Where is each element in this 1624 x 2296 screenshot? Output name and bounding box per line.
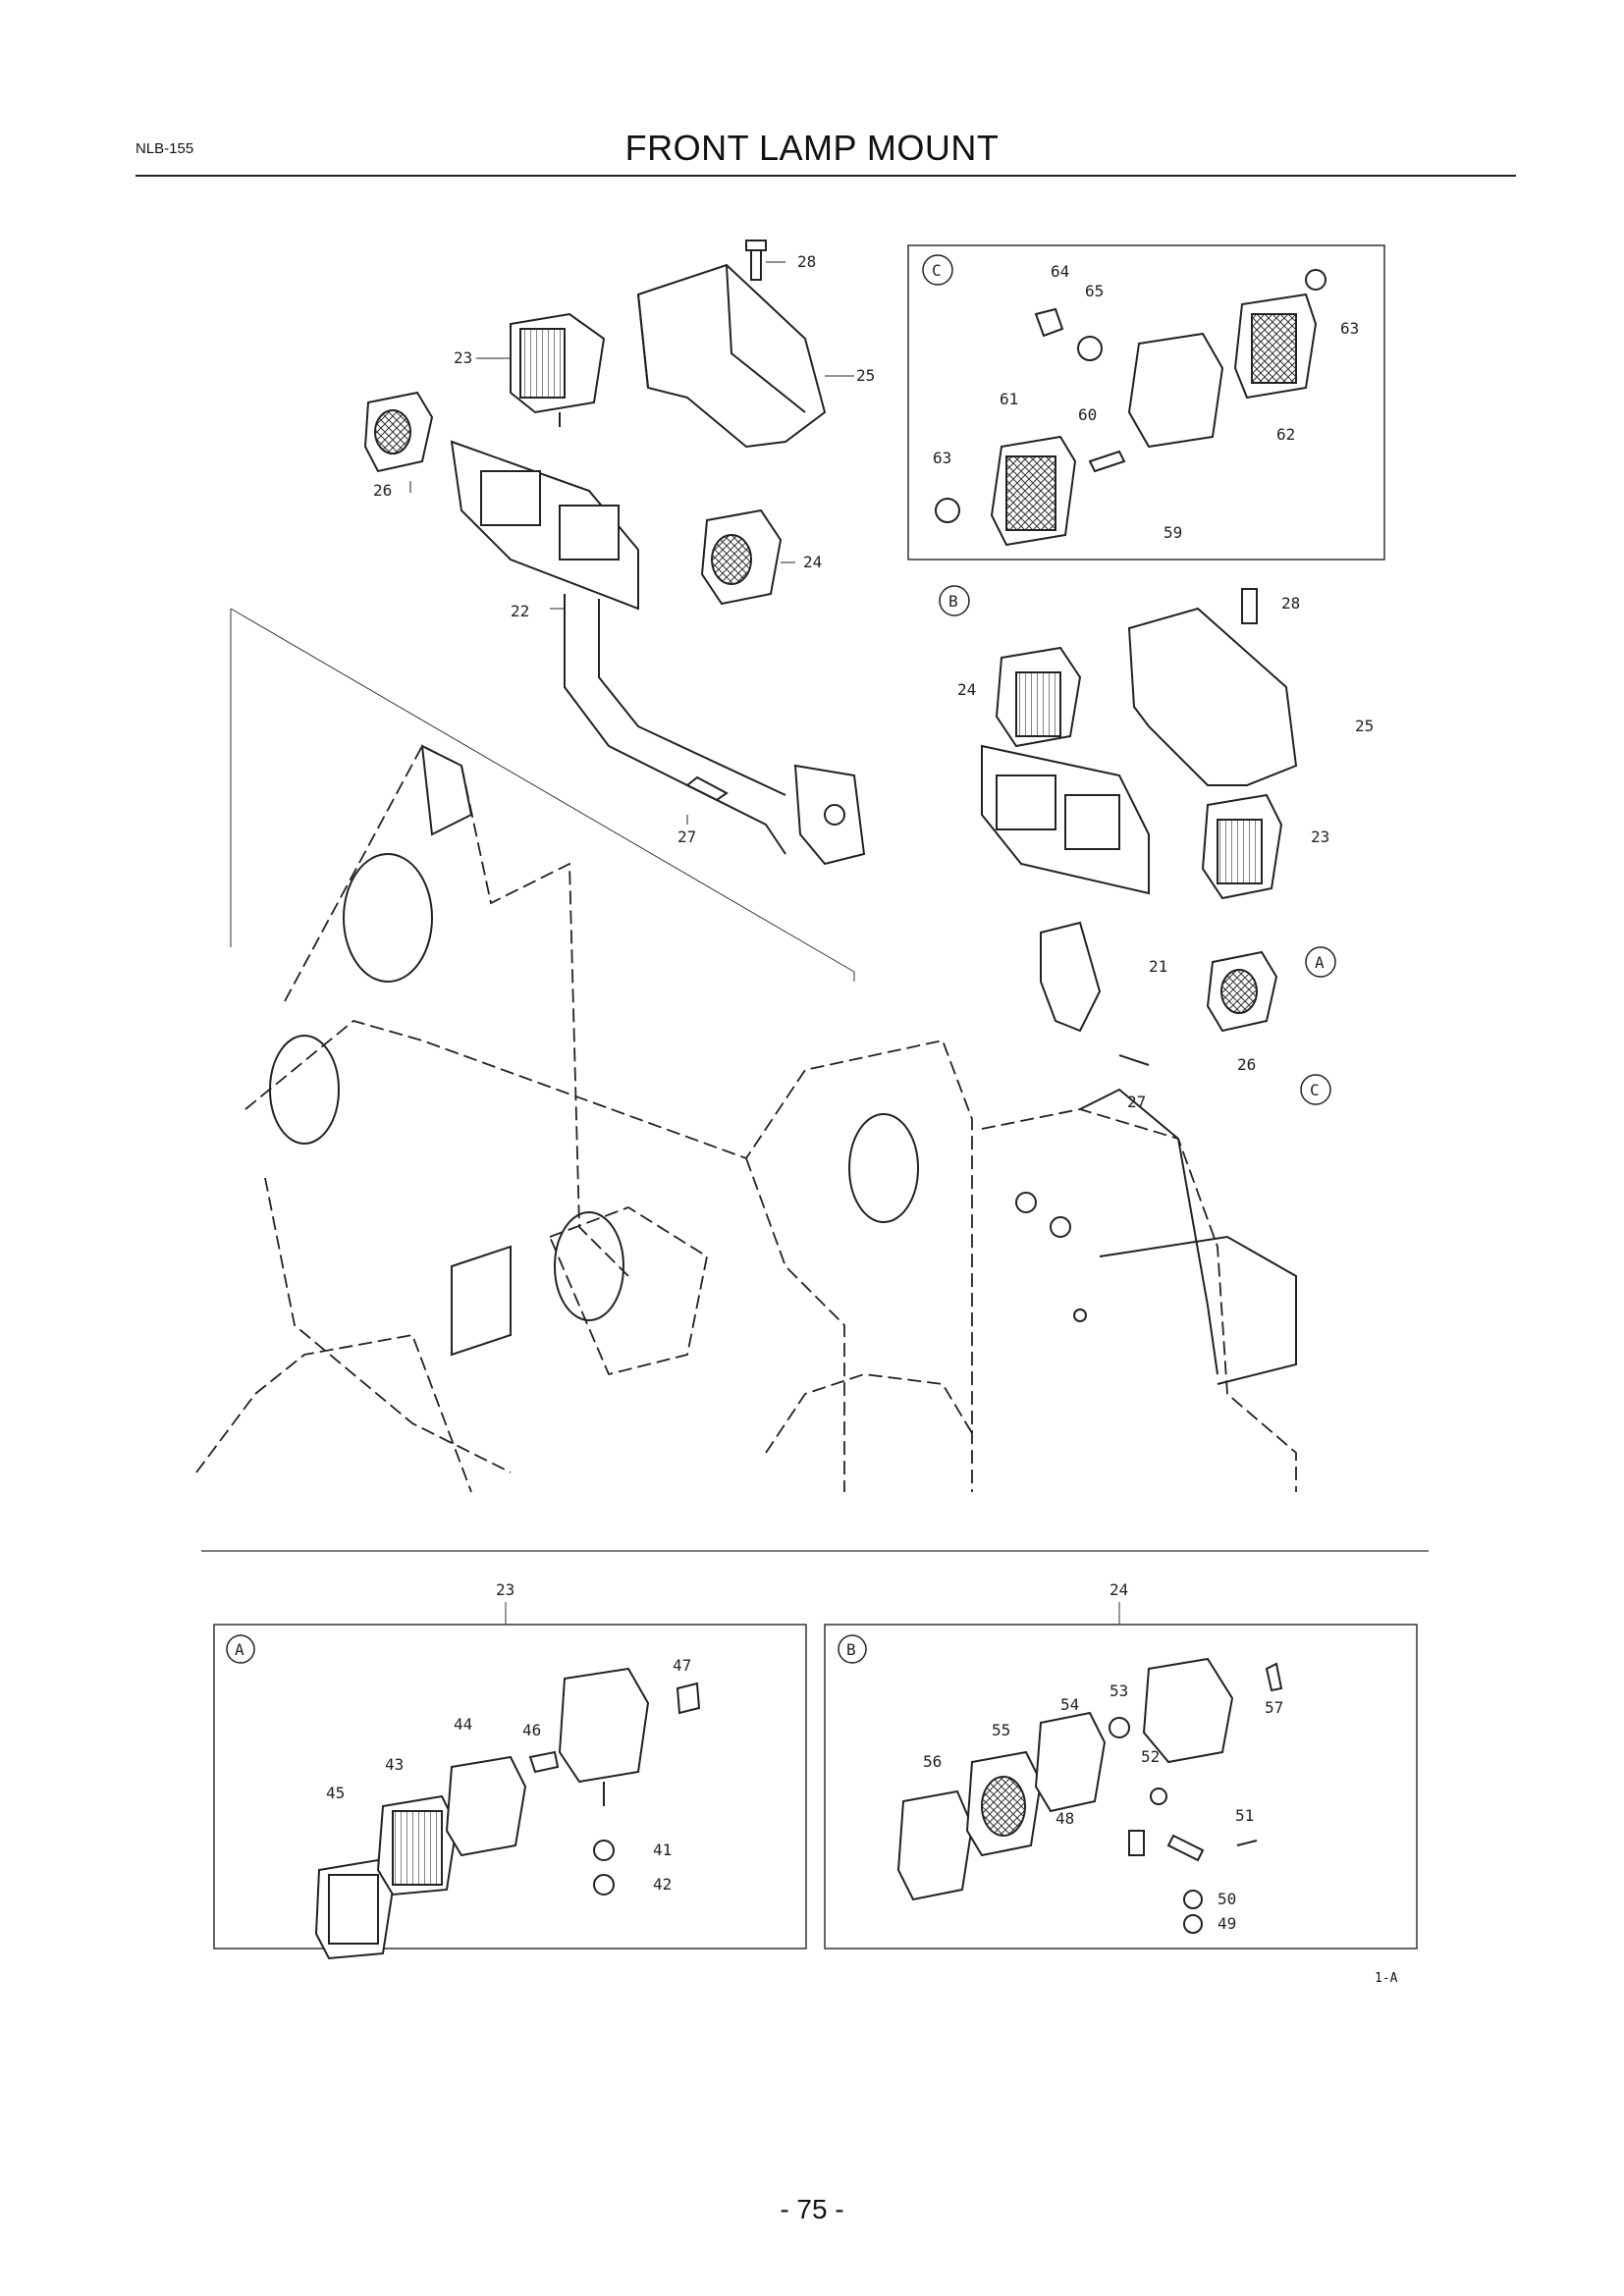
callout-main-26: 26	[373, 481, 392, 500]
panel-a-parent-label: 23	[496, 1580, 514, 1599]
loader-frame-solid	[269, 744, 1297, 1385]
detail-a-marker	[1305, 946, 1336, 978]
document-code: NLB-155	[135, 140, 194, 157]
detail-c-marker-2-text: C	[1310, 1081, 1320, 1099]
detail-b-box-marker-text: B	[846, 1640, 856, 1659]
callout-c-65: 65	[1085, 282, 1104, 300]
detail-a-box-marker-text: A	[235, 1640, 244, 1659]
loader-frame	[195, 744, 1297, 1493]
work-lamp	[510, 312, 606, 427]
detail-b-marker-text: B	[948, 592, 958, 611]
page-title: FRONT LAMP MOUNT	[624, 128, 1000, 168]
callout-c-64: 64	[1051, 262, 1069, 281]
callout-a-47: 47	[673, 1656, 691, 1675]
callout-b-57: 57	[1265, 1698, 1283, 1717]
callout-rhs-21: 21	[1149, 957, 1167, 976]
callout-main-24: 24	[803, 553, 822, 571]
detail-c-marker-2	[1300, 1074, 1331, 1105]
bolt	[745, 240, 767, 281]
callout-main-28: 28	[797, 252, 816, 271]
panel-b-parent-label: 24	[1110, 1580, 1128, 1599]
callout-a-43: 43	[385, 1755, 404, 1774]
callout-rhs-25: 25	[1355, 717, 1374, 735]
turn-signal-lamp	[700, 508, 783, 606]
detail-b-parts	[896, 1657, 1283, 1934]
detail-a-parts	[314, 1667, 701, 1960]
figure-reference: 1-A	[1375, 1971, 1398, 1986]
callout-b-53: 53	[1110, 1682, 1128, 1700]
detail-c-marker-text: C	[932, 261, 942, 280]
callout-b-52: 52	[1141, 1747, 1160, 1766]
callout-main-25: 25	[856, 366, 875, 385]
callout-b-54: 54	[1060, 1695, 1079, 1714]
detail-c-parts	[935, 269, 1326, 547]
callout-c-63-b: 63	[933, 449, 951, 467]
callout-main-22: 22	[511, 602, 529, 620]
callout-main-27: 27	[677, 828, 696, 846]
callout-a-45: 45	[326, 1784, 345, 1802]
detail-a-box-marker	[226, 1634, 255, 1664]
lamp-cover	[636, 263, 827, 449]
callout-rhs-24: 24	[957, 680, 976, 699]
detail-c-marker	[922, 254, 953, 286]
callout-rhs-27: 27	[1127, 1093, 1146, 1111]
side-lamp	[363, 391, 434, 473]
callout-rhs-28: 28	[1281, 594, 1300, 613]
callout-a-44: 44	[454, 1715, 472, 1734]
callout-b-51: 51	[1235, 1806, 1254, 1825]
callout-a-41: 41	[653, 1841, 672, 1859]
callout-b-50: 50	[1218, 1890, 1236, 1908]
page-number: - 75 -	[780, 2194, 844, 2224]
callout-b-49: 49	[1218, 1914, 1236, 1933]
callout-c-60: 60	[1078, 405, 1097, 424]
callout-c-63-a: 63	[1340, 319, 1359, 338]
detail-b-box-marker	[838, 1634, 867, 1664]
callout-a-42: 42	[653, 1875, 672, 1894]
main-lamp-assembly	[363, 240, 866, 866]
callout-rhs-26: 26	[1237, 1055, 1256, 1074]
callout-c-61: 61	[1000, 390, 1018, 408]
callout-labels: 28 23 25 26 24 22 27 28 24 25 23 21 26 2…	[326, 252, 1374, 1933]
callout-c-62: 62	[1276, 425, 1295, 444]
callout-b-55: 55	[992, 1721, 1010, 1739]
header-divider	[135, 175, 1516, 177]
callout-main-23: 23	[454, 348, 472, 367]
detail-a-marker-text: A	[1315, 953, 1325, 972]
detail-b-marker	[939, 585, 970, 616]
guide-line	[230, 608, 855, 982]
callout-b-56: 56	[923, 1752, 942, 1771]
right-lamp-assembly	[981, 588, 1298, 1066]
callout-a-46: 46	[522, 1721, 541, 1739]
callout-c-59: 59	[1164, 523, 1182, 542]
callout-b-48: 48	[1056, 1809, 1074, 1828]
callout-rhs-23: 23	[1311, 828, 1329, 846]
